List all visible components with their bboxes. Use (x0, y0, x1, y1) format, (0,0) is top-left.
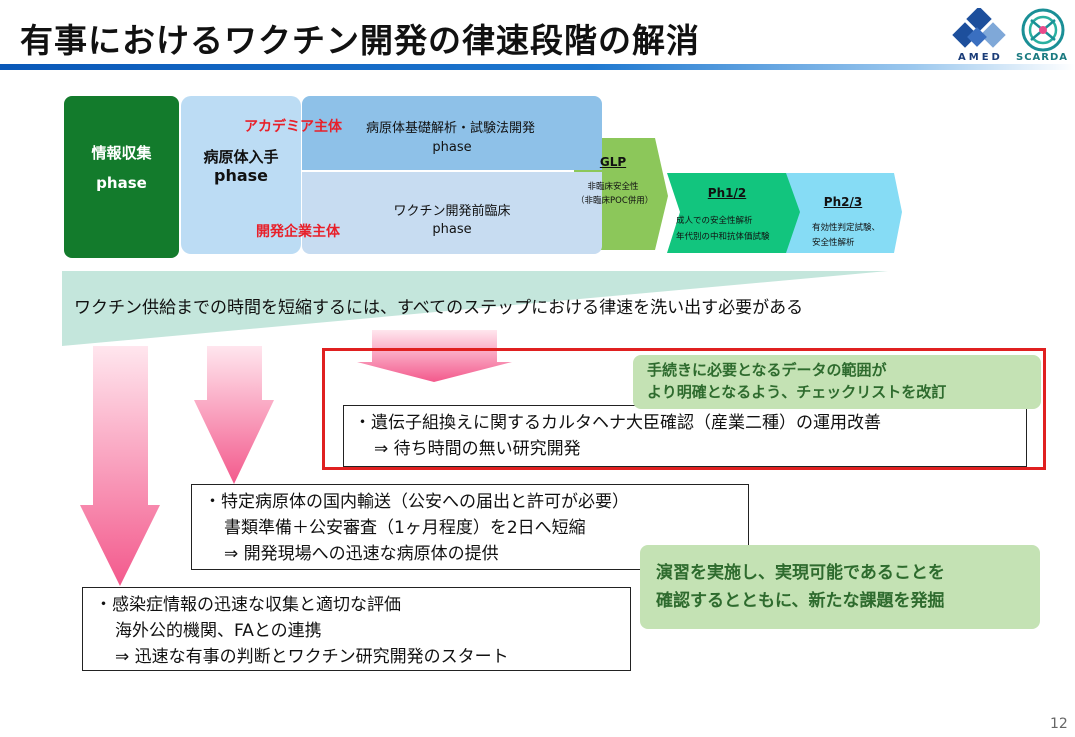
ph12-title: Ph1/2 (707, 186, 747, 200)
checklist-callout: 手続きに必要となるデータの範囲が より明確となるよう、チェックリストを改訂 (633, 355, 1041, 409)
banner-text: ワクチン供給までの時間を短縮するには、すべてのステップにおける律速を洗い出す必要… (74, 298, 804, 318)
intel-line1: ・感染症情報の迅速な収集と適切な評価 (95, 595, 401, 615)
ph23-chevron (786, 173, 902, 253)
recombinant-line1: ・遺伝子組換えに関するカルタヘナ大臣確認（産業二種）の運用改善 (354, 413, 881, 433)
page-number: 12 (1050, 716, 1068, 732)
intel-line2: 海外公的機関、FAとの連携 (115, 621, 322, 641)
info-collection-phase: 情報収集 phase (64, 96, 179, 258)
ph23-line1: 有効性判定試験、 (812, 223, 881, 233)
intel-item-box: ・感染症情報の迅速な収集と適切な評価 海外公的機関、FAとの連携 ⇒ 迅速な有事… (82, 587, 631, 671)
pink-arrow-middle (194, 346, 274, 484)
ph12-line2: 年代別の中和抗体価試験 (676, 232, 770, 242)
amed-label: AMED (958, 52, 1003, 63)
ph23-title: Ph2/3 (823, 195, 863, 209)
pathogen-phase-subtitle: phase (213, 166, 268, 185)
transport-line3: ⇒ 開発現場への迅速な病原体の提供 (224, 544, 499, 564)
highlight-frame (322, 348, 1046, 470)
ph23-line2: 安全性解析 (812, 238, 855, 248)
exercise-line2: 確認するとともに、新たな課題を発掘 (656, 591, 945, 611)
pink-arrow-left (80, 346, 160, 586)
glp-line2: （非臨床POC併用） (576, 196, 654, 206)
company-phase: ワクチン開発前臨床 phase (302, 172, 602, 254)
academia-phase: 病原体基礎解析・試験法開発 phase (302, 96, 602, 170)
company-phase-title: ワクチン開発前臨床 (393, 204, 511, 219)
exercise-callout: 演習を実施し、実現可能であることを 確認するとともに、新たな課題を発掘 (640, 545, 1040, 629)
glp-title: GLP (599, 155, 627, 169)
glp-line1: 非臨床安全性 (587, 182, 639, 192)
transport-line1: ・特定病原体の国内輸送（公安への届出と許可が必要） (204, 492, 629, 512)
intel-line3: ⇒ 迅速な有事の判断とワクチン研究開発のスタート (115, 647, 509, 667)
info-phase-subtitle: phase (96, 174, 147, 192)
scarda-label: SCARDA (1016, 52, 1069, 63)
company-phase-subtitle: phase (432, 222, 472, 237)
title-underline (0, 64, 1075, 70)
pathogen-acquisition-phase: 病原体入手 phase (181, 96, 301, 254)
pathogen-phase-title: 病原体入手 (203, 148, 279, 166)
academia-phase-title: 病原体基礎解析・試験法開発 (366, 121, 536, 136)
ph12-chevron (667, 173, 802, 253)
company-owner-label: 開発企業主体 (256, 224, 340, 240)
recombinant-line2: ⇒ 待ち時間の無い研究開発 (374, 439, 581, 459)
checklist-line2: より明確となるよう、チェックリストを改訂 (647, 383, 947, 401)
amed-logo-icon (952, 8, 1006, 48)
checklist-line1: 手続きに必要となるデータの範囲が (647, 361, 887, 379)
scarda-logo-icon (1021, 8, 1065, 52)
academia-phase-subtitle: phase (432, 140, 472, 155)
exercise-line1: 演習を実施し、実現可能であることを (656, 563, 945, 583)
transport-item-box: ・特定病原体の国内輸送（公安への届出と許可が必要） 書類準備＋公安審査（1ヶ月程… (191, 484, 749, 570)
ph12-line1: 成人での安全性解析 (676, 216, 753, 226)
pink-arrow-right (357, 330, 512, 382)
banner-shape (62, 271, 888, 346)
transport-line2: 書類準備＋公安審査（1ヶ月程度）を2日へ短縮 (224, 518, 586, 538)
page-title: 有事におけるワクチン開発の律速段階の解消 (20, 21, 700, 60)
academia-owner-label: アカデミア主体 (244, 119, 342, 135)
recombinant-item-box: ・遺伝子組換えに関するカルタヘナ大臣確認（産業二種）の運用改善 ⇒ 待ち時間の無… (343, 405, 1027, 467)
info-phase-title: 情報収集 (91, 144, 152, 162)
